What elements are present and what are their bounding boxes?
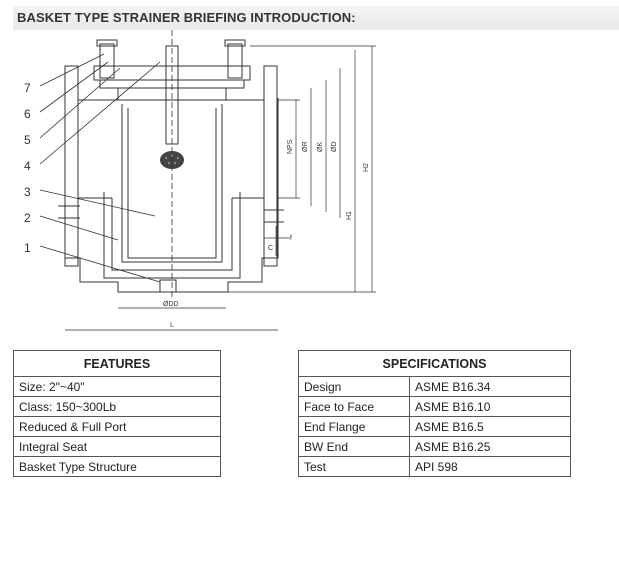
spec-key: Design bbox=[298, 376, 410, 397]
spec-value: ASME B16.34 bbox=[409, 376, 571, 397]
part-label-6: 6 bbox=[24, 107, 31, 121]
spec-value: API 598 bbox=[409, 456, 571, 477]
feature-row: Reduced & Full Port bbox=[13, 416, 221, 437]
features-table: FEATURES Size: 2"~40" Class: 150~300Lb R… bbox=[13, 350, 221, 477]
dim-nps: NPS bbox=[287, 139, 294, 154]
dim-h1: H1 bbox=[346, 211, 353, 220]
spec-key: Face to Face bbox=[298, 396, 410, 417]
right-flange bbox=[263, 65, 278, 267]
spec-key: Test bbox=[298, 456, 410, 477]
left-flange bbox=[64, 65, 79, 267]
spec-key: End Flange bbox=[298, 416, 410, 437]
spec-value: ASME B16.25 bbox=[409, 436, 571, 457]
part-label-2: 2 bbox=[24, 211, 31, 225]
dim-h2: H2 bbox=[363, 163, 370, 172]
dim-l: L bbox=[170, 322, 174, 329]
features-header: FEATURES bbox=[13, 350, 221, 377]
dim-r: ØR bbox=[302, 142, 309, 153]
part-label-1: 1 bbox=[24, 241, 31, 255]
dim-dd: ØDD bbox=[163, 301, 179, 308]
feature-row: Size: 2"~40" bbox=[13, 376, 221, 397]
part-label-7: 7 bbox=[24, 81, 31, 95]
dim-f: f bbox=[290, 235, 292, 242]
spec-value: ASME B16.5 bbox=[409, 416, 571, 437]
strainer-drawing: 7 6 5 4 3 2 1 NPS ØR ØK ØD H1 H2 C f ØDD… bbox=[24, 30, 376, 331]
spec-key: BW End bbox=[298, 436, 410, 457]
part-label-5: 5 bbox=[24, 133, 31, 147]
specifications-header: SPECIFICATIONS bbox=[298, 350, 571, 377]
feature-row: Class: 150~300Lb bbox=[13, 396, 221, 417]
part-label-3: 3 bbox=[24, 185, 31, 199]
spec-value: ASME B16.10 bbox=[409, 396, 571, 417]
part-labels: 7 6 5 4 3 2 1 bbox=[24, 81, 31, 255]
dim-d: ØD bbox=[331, 142, 338, 153]
feature-row: Basket Type Structure bbox=[13, 456, 221, 477]
dim-k: ØK bbox=[317, 142, 324, 152]
dim-c: C bbox=[268, 245, 273, 252]
part-label-4: 4 bbox=[24, 159, 31, 173]
feature-row: Integral Seat bbox=[13, 436, 221, 457]
specifications-table: SPECIFICATIONS Design ASME B16.34 Face t… bbox=[298, 350, 571, 477]
page-title: BASKET TYPE STRAINER BRIEFING INTRODUCTI… bbox=[17, 10, 356, 25]
title-bar: BASKET TYPE STRAINER BRIEFING INTRODUCTI… bbox=[13, 6, 619, 30]
